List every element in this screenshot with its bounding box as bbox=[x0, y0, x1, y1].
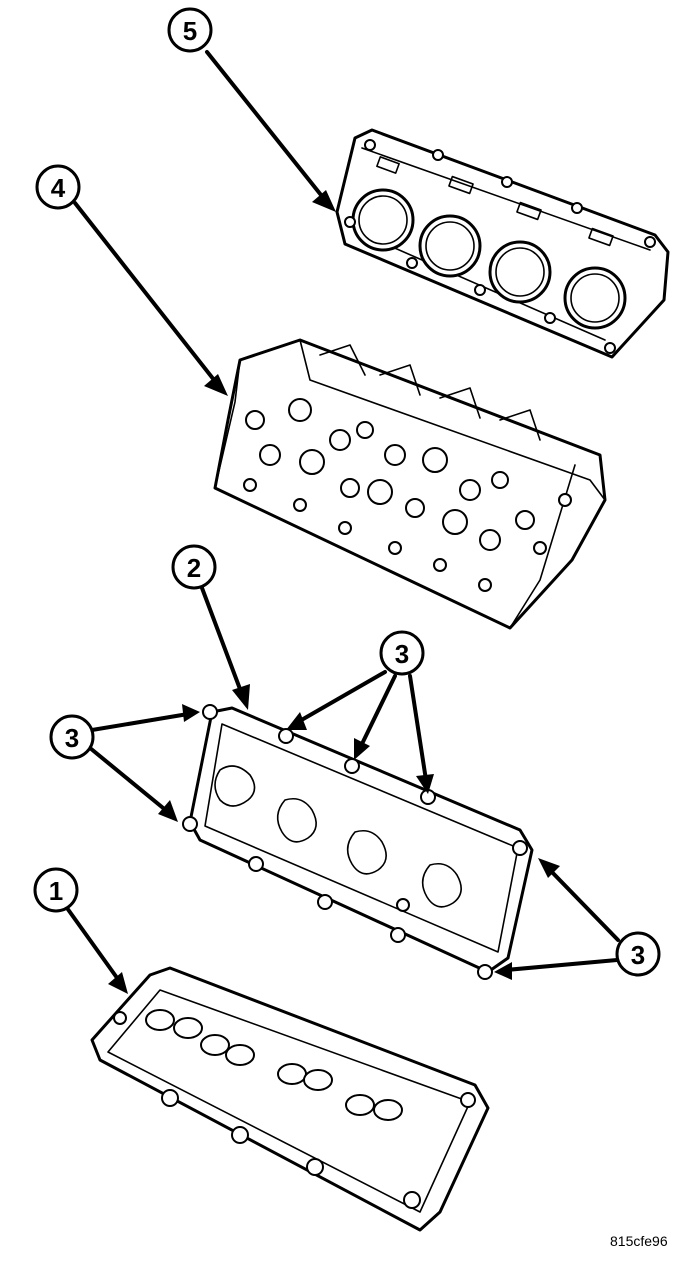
callout-4: 4 bbox=[35, 164, 81, 210]
leader-lines bbox=[65, 50, 620, 994]
callout-1: 1 bbox=[33, 867, 79, 913]
cylinder-head bbox=[213, 338, 607, 630]
callout-2-label: 2 bbox=[187, 553, 201, 583]
callout-3-upper-label: 3 bbox=[395, 639, 409, 669]
callout-5: 5 bbox=[167, 7, 213, 53]
figure-id: 815cfe96 bbox=[610, 1233, 668, 1249]
callout-3-left-label: 3 bbox=[65, 723, 79, 753]
callout-3-upper: 3 bbox=[379, 630, 425, 676]
callout-2: 2 bbox=[171, 544, 217, 590]
callout-5-label: 5 bbox=[183, 16, 197, 46]
callout-1-label: 1 bbox=[49, 876, 63, 906]
head-gasket bbox=[335, 128, 670, 359]
callout-3-right-label: 3 bbox=[631, 940, 645, 970]
cylinder-head-cover bbox=[90, 966, 490, 1232]
manifold-gasket bbox=[182, 704, 534, 980]
callout-3-right: 3 bbox=[615, 931, 661, 977]
callout-3-left: 3 bbox=[49, 714, 95, 760]
callout-4-label: 4 bbox=[51, 173, 66, 203]
